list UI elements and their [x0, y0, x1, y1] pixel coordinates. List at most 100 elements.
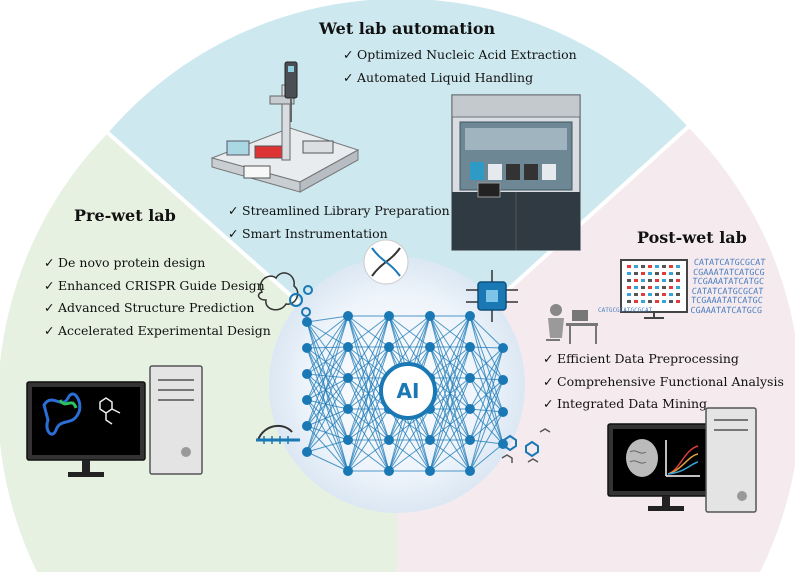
network-node [465, 435, 475, 445]
network-edge [306, 408, 349, 427]
matrix-cell [641, 272, 645, 275]
dna-icon [363, 239, 409, 285]
network-edge [306, 347, 349, 379]
protein-computer-icon [26, 365, 203, 477]
analysis-computer-icon [607, 407, 757, 513]
network-node [425, 466, 435, 476]
network-edge [469, 411, 504, 472]
matrix-cell [634, 293, 638, 296]
list-item: ✓Streamlined Library Preparation [228, 203, 450, 218]
matrix-cell [662, 272, 666, 275]
network-node [302, 447, 312, 457]
matrix-cell [648, 293, 652, 296]
matrix-cell [655, 300, 659, 303]
matrix-cell [655, 286, 659, 289]
ai-label: AI [379, 362, 437, 420]
matrix-cell [662, 265, 666, 268]
network-node [302, 317, 312, 327]
network-edge [388, 439, 431, 472]
network-edge [347, 315, 390, 410]
matrix-cell [655, 293, 659, 296]
dna-sequence-text: CATATCATGCGCAT CGAAATATCATGCG TCGAAATATC… [690, 258, 766, 316]
network-edge [306, 315, 349, 401]
network-node [384, 435, 394, 445]
matrix-cell [669, 265, 673, 268]
matrix-cell [627, 265, 631, 268]
matrix-cell [662, 279, 666, 282]
network-node [425, 435, 435, 445]
network-edge [306, 451, 349, 472]
matrix-cell [662, 293, 666, 296]
network-edge [469, 347, 504, 441]
network-edge [429, 315, 471, 441]
network-node [498, 343, 508, 353]
network-node [384, 342, 394, 352]
sequence-small-text: CATGCGCATGCGCAT [598, 307, 653, 314]
wet-lab-title: Wet lab automation [319, 19, 496, 38]
matrix-cell [634, 279, 638, 282]
pre-wet-lab-list: ✓De novo protein design ✓Enhanced CRISPR… [44, 252, 271, 342]
network-edge [347, 315, 390, 472]
matrix-cell [669, 279, 673, 282]
network-edge [469, 347, 504, 472]
matrix-cell [627, 293, 631, 296]
network-edge [306, 439, 349, 453]
network-edge [347, 315, 390, 379]
network-edge [347, 315, 390, 348]
sequence-monitor-icon [620, 259, 688, 319]
list-item: ✓Enhanced CRISPR Guide Design [44, 277, 265, 293]
network-edge [469, 347, 504, 410]
network-edge [347, 346, 390, 472]
network-node [465, 466, 475, 476]
matrix-cell [634, 265, 638, 268]
matrix-cell [627, 272, 631, 275]
list-item: ✓Efficient Data Preprocessing [543, 351, 739, 366]
crispr-icon [256, 424, 300, 444]
brain-gears-icon [257, 272, 313, 317]
matrix-cell [648, 286, 652, 289]
network-node [302, 421, 312, 431]
network-edge [306, 315, 349, 349]
network-edge [306, 321, 349, 410]
network-edge [469, 379, 504, 472]
matrix-cell [641, 300, 645, 303]
list-item: ✓Smart Instrumentation [228, 225, 388, 241]
list-item: ✓Comprehensive Functional Analysis [543, 373, 784, 389]
liquid-handler-icon [451, 94, 581, 251]
matrix-cell [641, 286, 645, 289]
network-edge [306, 373, 349, 379]
matrix-cell [676, 300, 680, 303]
matrix-cell [662, 286, 666, 289]
network-node [465, 311, 475, 321]
network-node [343, 342, 353, 352]
network-edge [306, 408, 349, 453]
network-edge [388, 408, 431, 472]
network-node [384, 466, 394, 476]
molecule-icon [501, 428, 551, 463]
matrix-cell [641, 279, 645, 282]
network-edge [306, 377, 349, 427]
network-edge [306, 321, 349, 441]
network-edge [429, 377, 471, 472]
list-item: ✓De novo protein design [44, 255, 206, 270]
matrix-cell [676, 293, 680, 296]
list-item: ✓Optimized Nucleic Acid Extraction [343, 47, 577, 62]
network-node [302, 395, 312, 405]
network-edge [306, 315, 349, 453]
network-edge [306, 399, 349, 410]
matrix-cell [627, 300, 631, 303]
network-edge [347, 439, 390, 472]
network-edge [469, 346, 504, 349]
researcher-icon [546, 304, 598, 344]
matrix-cell [655, 279, 659, 282]
network-node [343, 435, 353, 445]
matrix-cell [669, 272, 673, 275]
network-edge [306, 321, 349, 348]
network-edge [429, 439, 471, 472]
network-edge [306, 346, 349, 453]
pipetting-robot-icon [210, 61, 360, 193]
matrix-cell [634, 300, 638, 303]
network-edge [347, 315, 390, 441]
network-edge [306, 346, 349, 427]
